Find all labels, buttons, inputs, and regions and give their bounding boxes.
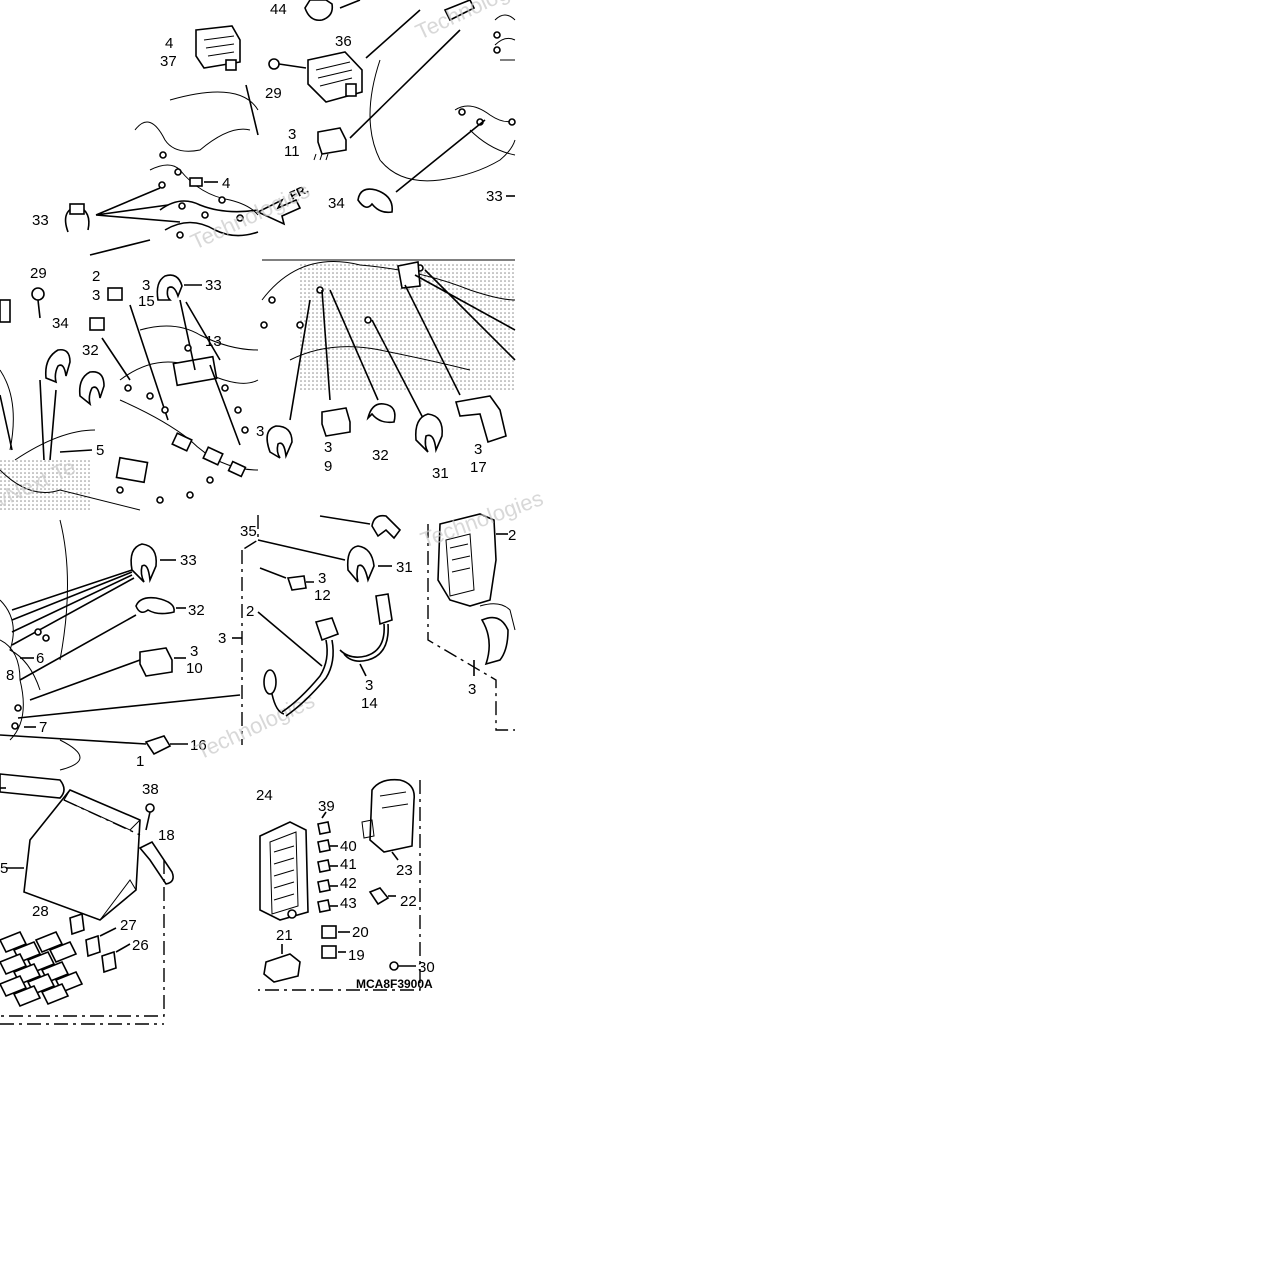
relay-array-part xyxy=(0,930,84,1008)
panel-lower-left: 33 32 3 10 6 8 7 16 1 3 Technologies xyxy=(0,519,319,771)
callout-36: 36 xyxy=(335,33,352,50)
callout-6: 6 xyxy=(36,650,44,667)
callout-26: 26 xyxy=(132,937,149,954)
callout-16: 16 xyxy=(190,737,207,754)
callout-40: 40 xyxy=(340,838,357,855)
callout-42: 42 xyxy=(340,875,357,892)
callout-19: 19 xyxy=(348,947,365,964)
callout-3g: 3 xyxy=(218,630,226,647)
callout-3: 3 xyxy=(288,126,296,143)
callout-17: 17 xyxy=(470,459,487,476)
relay-box-part xyxy=(195,25,241,71)
callout-33d: 33 xyxy=(180,552,197,569)
diagram-code: MCA8F3900A xyxy=(356,977,433,991)
callout-30: 30 xyxy=(418,959,435,976)
callout-43: 43 xyxy=(340,895,357,912)
callout-21: 21 xyxy=(276,927,293,944)
callout-2: 2 xyxy=(92,268,100,285)
callout-35: 35 xyxy=(240,523,257,540)
fuse-box-left-part xyxy=(259,821,309,921)
callout-10: 10 xyxy=(186,660,203,677)
callout-24: 24 xyxy=(256,787,273,804)
callout-31b: 31 xyxy=(396,559,413,576)
callout-32: 32 xyxy=(82,342,99,359)
callout-3a: 3 xyxy=(92,287,100,304)
callout-23: 23 xyxy=(396,862,413,879)
callout-2b: 2 xyxy=(246,603,254,620)
panel-mid-left: 29 2 3 3 15 33 34 32 5 13 xyxy=(0,265,264,513)
callout-32b: 32 xyxy=(372,447,389,464)
panel-lower-right: 35 31 3 12 2 3 14 2 xyxy=(240,485,546,731)
callout-11: 11 xyxy=(284,143,300,160)
callout-29b: 29 xyxy=(30,265,47,282)
callout-34b: 34 xyxy=(52,315,69,332)
fuse-set xyxy=(317,839,338,913)
callout-4b: 4 xyxy=(222,175,230,192)
callout-27: 27 xyxy=(120,917,137,934)
callout-3e: 3 xyxy=(474,441,482,458)
callout-15: 15 xyxy=(138,293,155,310)
callout-34: 34 xyxy=(328,195,345,212)
callout-12: 12 xyxy=(314,587,331,604)
callout-8: 8 xyxy=(6,667,14,684)
panel-mid-right: 3 9 32 31 3 17 xyxy=(260,259,516,482)
callout-7: 7 xyxy=(39,719,47,736)
callout-29: 29 xyxy=(265,85,282,102)
callout-5: 5 xyxy=(96,442,104,459)
callout-20: 20 xyxy=(352,924,369,941)
callout-3c: 3 xyxy=(256,423,264,440)
callout-44: 44 xyxy=(270,1,287,18)
callout-33c: 33 xyxy=(205,277,222,294)
callout-37: 37 xyxy=(160,53,177,70)
callout-39: 39 xyxy=(318,798,335,815)
callout-14: 14 xyxy=(361,695,378,712)
callout-5b: 5 xyxy=(0,860,8,877)
callout-9: 9 xyxy=(324,458,332,475)
panel-top-right: 44 36 29 3 11 34 33 xyxy=(265,0,539,214)
battery-cable-part xyxy=(263,593,393,717)
callout-41: 41 xyxy=(340,856,357,873)
callout-38: 38 xyxy=(142,781,159,798)
panel-bottom-right: 24 39 40 41 42 43 23 xyxy=(256,778,435,991)
callout-31: 31 xyxy=(432,465,449,482)
callout-33: 33 xyxy=(32,212,49,229)
callout-28: 28 xyxy=(32,903,49,920)
callout-33b: 33 xyxy=(486,188,503,205)
callout-4: 4 xyxy=(165,35,173,52)
callout-3h: 3 xyxy=(318,570,326,587)
relay-box-36 xyxy=(307,51,363,103)
callout-18: 18 xyxy=(158,827,175,844)
callout-22: 22 xyxy=(400,893,417,910)
callout-3j: 3 xyxy=(468,681,476,698)
callout-3f: 3 xyxy=(190,643,198,660)
callout-3b: 3 xyxy=(142,277,150,294)
callout-13: 13 xyxy=(205,333,222,350)
callout-3d: 3 xyxy=(324,439,332,456)
callout-3i: 3 xyxy=(365,677,373,694)
fuse-box-part xyxy=(23,789,141,921)
panel-bottom-left: 5 38 18 28 27 26 xyxy=(0,773,175,1025)
watermark: Technologies xyxy=(192,688,319,765)
watermark: Technologies xyxy=(412,0,539,45)
callout-1: 1 xyxy=(136,753,144,770)
callout-32c: 32 xyxy=(188,602,205,619)
callout-2c: 2 xyxy=(508,527,516,544)
